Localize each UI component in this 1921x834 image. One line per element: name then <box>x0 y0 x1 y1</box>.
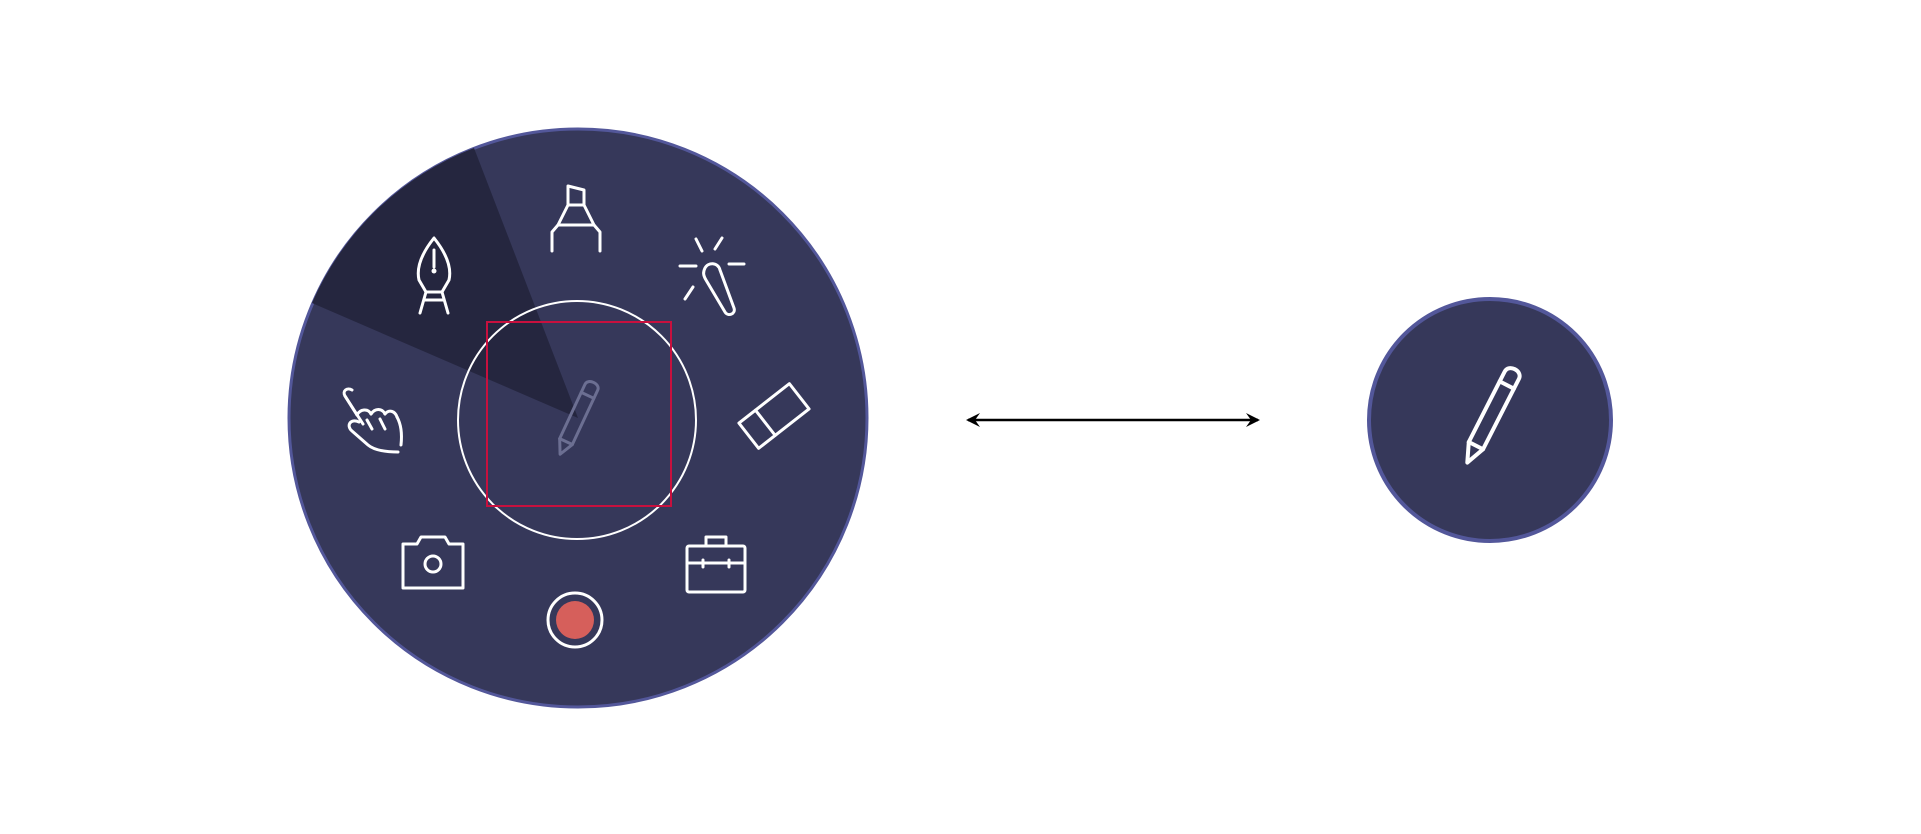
pen-tool-button[interactable] <box>416 236 452 315</box>
camera-icon <box>401 535 465 590</box>
record-tool-button[interactable] <box>546 591 604 649</box>
select-tool-button[interactable] <box>342 387 403 454</box>
toolbox-tool-button[interactable] <box>685 535 747 594</box>
selected-tool-sector <box>312 148 578 418</box>
pencil-icon <box>1465 366 1522 465</box>
screenshot-tool-button[interactable] <box>401 535 465 590</box>
highlighter-icon <box>550 184 602 253</box>
collapsed-pencil-button[interactable] <box>1367 297 1613 543</box>
briefcase-icon <box>685 535 747 594</box>
center-pencil-icon <box>558 380 600 456</box>
laser-pointer-tool-button[interactable] <box>678 236 746 317</box>
center-pencil-button[interactable] <box>457 300 697 540</box>
eraser-icon <box>737 382 811 450</box>
eraser-tool-button[interactable] <box>737 382 811 450</box>
record-icon <box>546 591 604 649</box>
laser-pointer-icon <box>678 236 746 317</box>
highlight-box <box>486 321 672 507</box>
highlighter-tool-button[interactable] <box>550 184 602 253</box>
radial-menu <box>287 127 869 709</box>
pen-nib-icon <box>416 236 452 315</box>
hand-pointer-icon <box>342 387 403 454</box>
collapsed-button-background <box>1367 297 1613 543</box>
